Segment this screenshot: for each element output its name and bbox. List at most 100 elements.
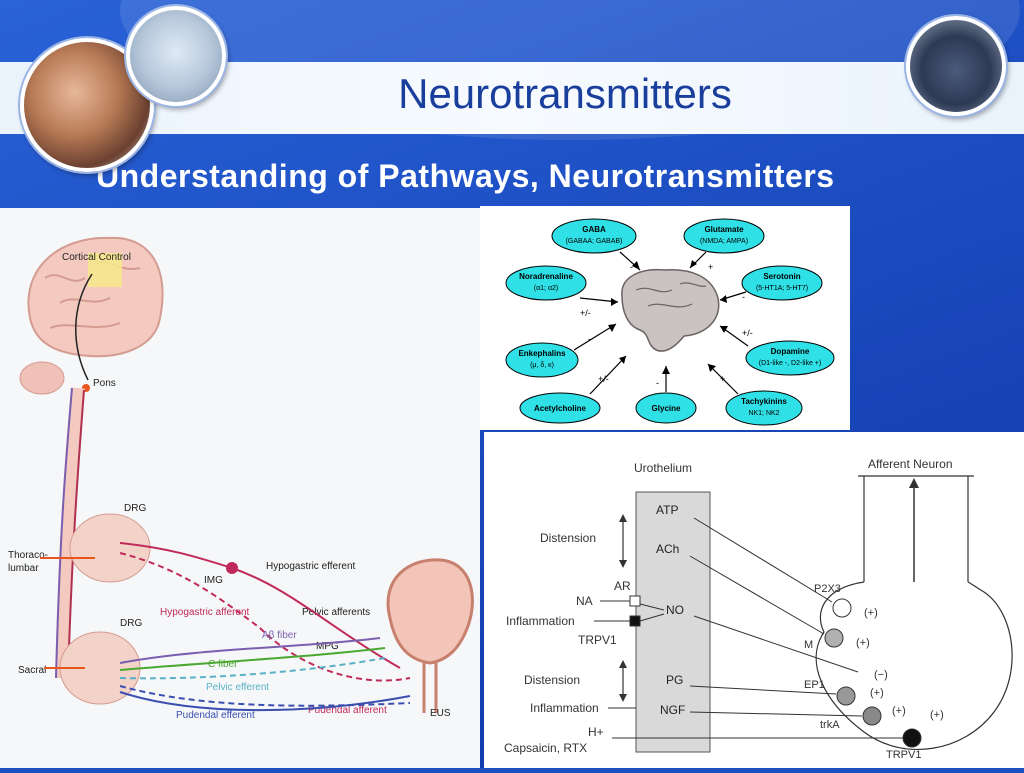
descending-tract [67,389,85,679]
distension-2-arrow-down [619,694,627,702]
label-ar: AR [614,579,631,593]
node-tachykinins-line2: NK1; NK2 [748,410,779,417]
bladder [386,558,474,665]
photo-surgeon [126,6,226,106]
ar-receptor [629,595,641,607]
neuron-body [815,581,1013,751]
sign-m: (+) [856,637,870,649]
p2x3-receptor [832,598,852,618]
node-glycine-line1: Glycine [652,404,681,413]
label-na: NA [576,594,593,608]
cortical-arrow [75,273,93,381]
label-afferent-neuron: Afferent Neuron [868,457,953,471]
node-noradrenaline-line2: (α1; α2) [534,285,558,292]
label-trpv1-left: TRPV1 [578,633,617,647]
label-inflammation-2: Inflammation [530,701,599,715]
hypogastric-efferent-path [119,542,401,669]
node-glutamate: Glutamate (NMDA; AMPA) [683,218,765,254]
label-drg-bottom: DRG [120,618,142,629]
node-enkephalins-line2: (μ, δ, κ) [530,362,554,369]
node-gaba-line1: GABA [582,225,606,234]
spinal-cord [55,387,85,679]
node-enkephalins: Enkephalins (μ, δ, κ) [505,342,579,378]
node-serotonin: Serotonin (5-HT1A; 5-HT7) [741,265,823,301]
slide-subtitle: Understanding of Pathways, Neurotransmit… [96,158,835,194]
c-fiber-path [119,647,386,671]
sign-enkephalins: - [588,334,591,344]
label-pudendal-efferent: Pudendal efferent [176,710,255,721]
sign-tachykinins: + [720,374,725,384]
label-abeta-fiber: Aβ fiber [262,630,297,641]
label-inflammation-1: Inflammation [506,614,575,628]
node-glutamate-line1: Glutamate [704,225,744,234]
sign-ep1: (+) [870,687,884,699]
brain-folds [44,260,141,329]
label-lumbar: lumbar [8,563,39,574]
label-thoraco: Thoraco- [8,550,48,561]
afferent-arrow-head [909,478,919,488]
sign-glycine: - [656,378,659,388]
label-trka: trkA [820,719,840,731]
label-pelvic-afferents: Pelvic afferents [302,607,370,618]
mediator-pg: PG [666,673,683,687]
sign-p2x3: (+) [864,607,878,619]
label-mpg: MPG [316,641,339,652]
neural-pathway-diagram: Cortical Control Pons DRG Thoraco- lumba… [0,208,480,768]
node-glutamate-line2: (NMDA; AMPA) [700,238,748,245]
photo-medical-hands [906,16,1006,116]
node-glycine: Glycine [635,392,697,424]
node-serotonin-line1: Serotonin [763,272,800,281]
mediator-atp: ATP [656,503,678,517]
ascending-tract [55,387,73,679]
node-dopamine-line1: Dopamine [771,347,810,356]
brain-shape [27,236,164,358]
label-c-fiber: C fiber [208,659,238,670]
ep1-receptor [836,686,856,706]
node-enkephalins-line1: Enkephalins [518,349,566,358]
cerebellum [19,361,65,395]
node-serotonin-line2: (5-HT1A; 5-HT7) [756,285,808,292]
thoracolumbar-segment [69,513,151,583]
label-hypogastric-afferent: Hypogastric afferent [160,607,250,618]
sign-noradrenaline: +/- [580,308,591,318]
node-noradrenaline: Noradrenaline (α1; α2) [505,265,587,301]
label-capsaicin: Capsaicin, RTX [504,741,587,755]
m-receptor [824,628,844,648]
brain-neurotransmitter-diagram: GABA (GABAA; GABAB) Glutamate (NMDA; AMP… [480,206,850,430]
label-pons: Pons [93,378,116,389]
sign-glutamate: + [708,262,713,272]
trpv1-receptor-left [629,615,641,627]
label-urothelium: Urothelium [634,461,692,475]
pelvic-efferent-path [119,657,386,680]
mediator-no: NO [666,603,684,617]
distension-2-arrow-up [619,660,627,668]
trpv1-to-no [639,613,665,622]
slide-title: Neurotransmitters [398,70,732,117]
pudendal-efferent-path [119,685,411,707]
distension-1-arrow-up [619,514,627,522]
label-sacral: Sacral [18,665,46,676]
sign-trka: (+) [892,705,906,717]
afferent-axon [858,475,974,582]
label-eus: EUS [430,708,451,719]
node-acetylcholine-line1: Acetylcholine [534,404,587,413]
brain-center-folds [635,282,707,308]
ar-to-no [639,603,665,611]
label-pelvic-efferent: Pelvic efferent [206,682,269,693]
node-dopamine-line2: (D1-like -, D2-like +) [759,360,821,367]
trpv1-receptor [902,728,922,748]
brain-center [621,268,720,352]
node-gaba: GABA (GABAA; GABAB) [551,218,637,254]
urothelium-diagram: Urothelium Afferent Neuron ATP ACh NO PG… [484,432,1024,768]
label-h-plus: H+ [588,725,604,739]
label-pudendal-afferent: Pudendal afferent [308,705,387,716]
label-img: IMG [204,575,223,586]
cortical-area [88,253,122,287]
label-distension-2: Distension [524,673,580,687]
label-cortical-control: Cortical Control [62,252,131,263]
label-distension-1: Distension [540,531,596,545]
label-m: M [804,639,813,651]
urothelium-column [635,491,711,753]
sign-serotonin: - [742,292,745,302]
label-p2x3: P2X3 [814,583,841,595]
